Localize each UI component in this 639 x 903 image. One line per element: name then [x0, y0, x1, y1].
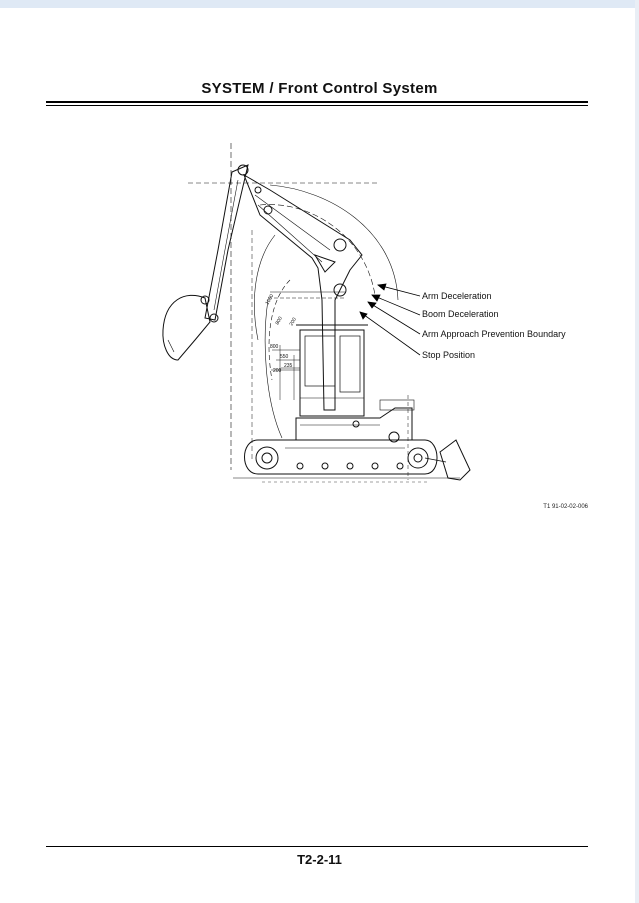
- dimension-label: 800: [275, 316, 284, 326]
- label-stop-position: Stop Position: [422, 350, 475, 360]
- top-bar: [0, 0, 639, 8]
- right-edge: [635, 0, 639, 903]
- bucket-outline: [162, 294, 211, 361]
- footer-rule: [46, 846, 588, 847]
- cab-outline: [299, 329, 365, 417]
- dimension-label: 1000: [265, 293, 276, 306]
- dimension-label: 235: [284, 363, 293, 369]
- dimension-label: 800: [270, 344, 279, 350]
- header-rule-thin: [46, 105, 588, 106]
- label-boom-deceleration: Boom Deceleration: [422, 309, 499, 319]
- dimension-label: 200: [289, 317, 298, 327]
- upper-body: [295, 407, 413, 441]
- header-rule-thick: [46, 101, 588, 103]
- dozer-blade: [439, 439, 471, 481]
- excavator-diagram: Arm Deceleration Boom Deceleration Arm A…: [162, 143, 566, 483]
- figure-id: T1 91-02-02-006: [543, 504, 588, 510]
- dimension-label: 200: [273, 368, 282, 374]
- page-title: SYSTEM / Front Control System: [201, 80, 438, 97]
- dimension-label: 550: [280, 354, 289, 360]
- arm-outline: [204, 164, 249, 321]
- crawler-track: [244, 439, 438, 475]
- label-arm-approach-boundary: Arm Approach Prevention Boundary: [422, 329, 566, 339]
- page-number: T2-2-11: [297, 852, 342, 867]
- label-arm-deceleration: Arm Deceleration: [422, 291, 492, 301]
